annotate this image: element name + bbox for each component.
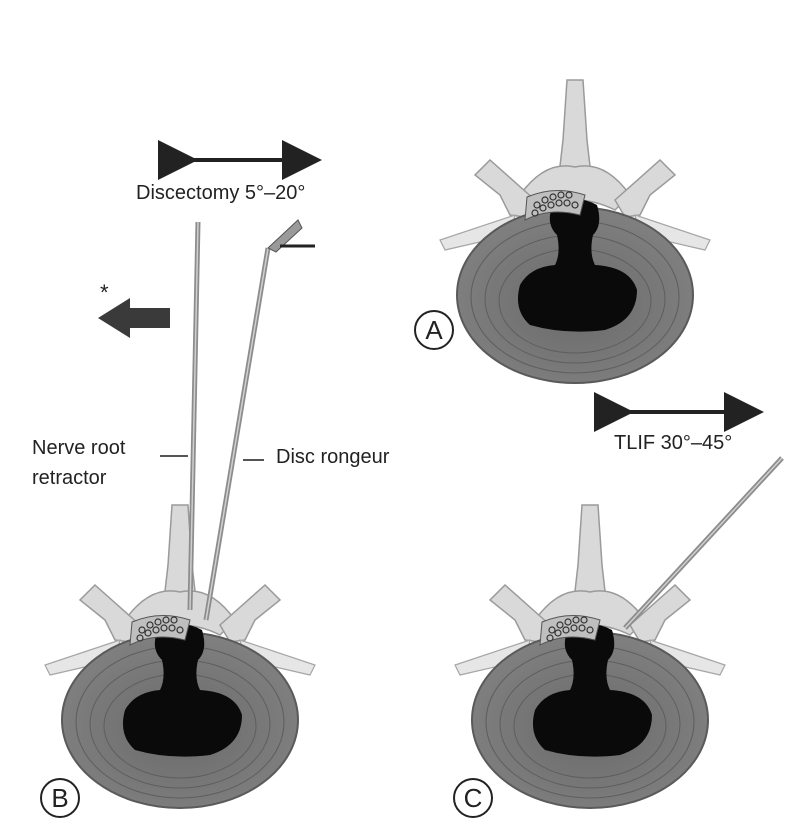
tlif-angle-label: TLIF 30°–45° [614,432,733,454]
vertebra-a [439,79,711,384]
rongeur-label: Disc rongeur [276,446,390,468]
panel-c-letter: C [453,778,493,818]
vertebra-b [44,504,316,809]
retractor-label-line1: Nerve root [32,437,126,459]
nerve-root-retractor [187,221,201,611]
panel-a-letter: A [414,310,454,350]
discectomy-angle-label: Discectomy 5°–20° [136,182,306,204]
disc-rongeur [203,219,315,621]
vertebra-c [454,504,726,809]
retraction-arrow [98,298,170,338]
panel-b-letter: B [40,778,80,818]
tlif-instrument [623,456,784,630]
retractor-label-line2: retractor [32,467,107,489]
asterisk-mark: * [100,280,109,305]
